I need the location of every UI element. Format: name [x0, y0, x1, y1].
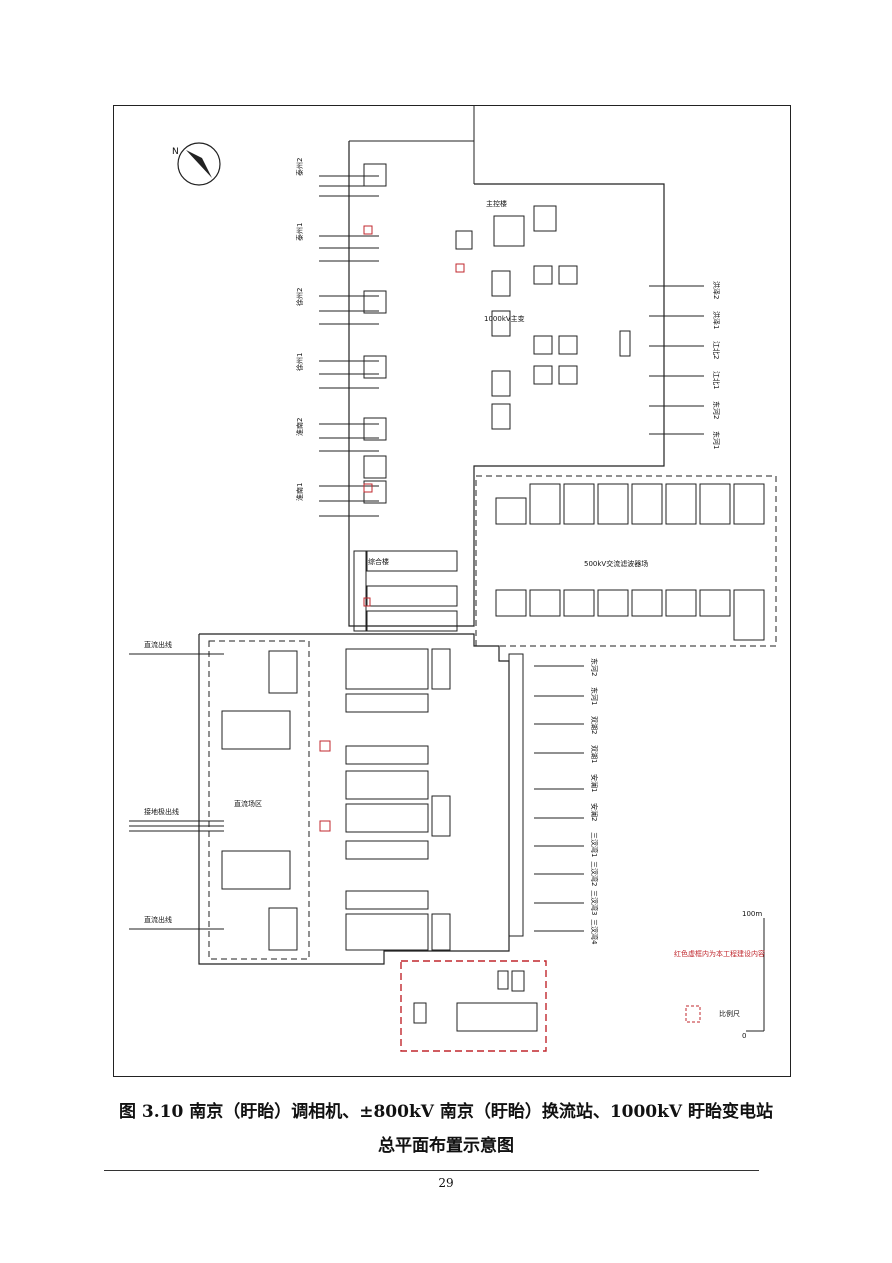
plan-frame: N: [113, 105, 791, 1077]
feeder-label: 三汊湾4: [590, 919, 599, 945]
feeder-label: 双湖1: [590, 745, 599, 763]
feeder-label: 洪泽1: [712, 311, 721, 329]
left-outlets: [129, 653, 224, 930]
converter-transformers: [345, 693, 429, 910]
feeder-labels-right: 洪泽2 洪泽1 江北2 江北1 东河2 东河1: [712, 281, 721, 449]
scale-label: 比例尺: [719, 1009, 740, 1018]
north-arrow-icon: N: [172, 142, 221, 186]
feeder-label: 安澜1: [590, 774, 599, 792]
feeder-label: 东河1: [590, 687, 599, 705]
filter-banks: [495, 483, 765, 641]
figure-caption-line1: 图 3.10 南京（盱眙）调相机、±800kV 南京（盱眙）换流站、1000kV…: [118, 1102, 774, 1122]
gis-label: 500kV交流滤波器场: [584, 559, 648, 568]
gis-bus: [508, 653, 524, 937]
feeder-labels-right-bottom: 东河2 东河1 双湖2 双湖1 安澜1 安澜2 三汊湾1 三汊湾2 三汊湾3 三汊湾4: [590, 658, 599, 945]
outlet-label: 接地极出线: [144, 807, 179, 816]
feeder-labels-top: 泰州2 泰州1 徐州2 徐州1 淮南2 淮南1: [295, 158, 304, 501]
right-feeders-bottom: [534, 665, 584, 932]
legend-note: 红色虚框内为本工程建设内容: [674, 949, 765, 958]
feeder-label: 东河2: [712, 401, 721, 419]
valve-halls: [345, 648, 451, 951]
feeder-label: 三汊湾1: [590, 832, 599, 857]
feeder-label: 安澜2: [590, 803, 599, 821]
scale-zero: 0: [742, 1032, 746, 1040]
feeder-label: 淮南2: [295, 418, 304, 436]
page-number: 29: [438, 1176, 454, 1190]
dc-yard-label: 直流场区: [234, 799, 262, 808]
footer-rule: [104, 1170, 759, 1171]
filter-yard-dashed: [475, 475, 777, 647]
feeder-label: 东河1: [712, 431, 721, 449]
main-building-label: 主控楼: [486, 199, 507, 208]
feeder-label: 泰州1: [295, 223, 304, 241]
bay-boxes-top: [363, 163, 387, 504]
dc-yard-dashed: [208, 640, 310, 960]
legend: 比例尺 0 100m 红色虚框内为本工程建设内容: [674, 910, 765, 1040]
site-plan-diagram: N: [129, 106, 777, 1052]
feeder-label: 淮南1: [295, 483, 304, 501]
substation-rooms: [455, 205, 631, 430]
transformer-label: 1000kV主变: [484, 314, 525, 323]
red-project-box: [400, 960, 547, 1052]
figure-caption-line2: 总平面布置示意图: [378, 1136, 514, 1156]
outlet-label: 直流出线: [144, 915, 172, 924]
feeder-label: 双湖2: [590, 716, 599, 734]
svg-text:N: N: [172, 147, 179, 157]
feeder-label: 三汊湾2: [590, 861, 599, 886]
feeder-label: 徐州2: [295, 288, 304, 306]
substation-boundary: [348, 141, 665, 627]
feeder-label: 泰州2: [295, 158, 304, 176]
dc-yard-equipment: [221, 650, 298, 951]
red-project-contents: [413, 970, 538, 1032]
right-feeders-top: [649, 285, 704, 435]
aux-buildings: [353, 550, 458, 632]
feeder-label: 徐州1: [295, 353, 304, 371]
feeder-label: 江北2: [712, 341, 720, 359]
feeder-label: 东河2: [590, 658, 599, 676]
feeder-label: 三汊湾3: [590, 890, 599, 915]
scale-max: 100m: [742, 910, 762, 918]
feeder-label: 洪泽2: [712, 281, 721, 299]
outlet-label: 直流出线: [144, 640, 172, 649]
service-building-label: 综合楼: [368, 557, 389, 566]
red-markers: [319, 225, 465, 832]
feeder-label: 江北1: [712, 371, 720, 389]
